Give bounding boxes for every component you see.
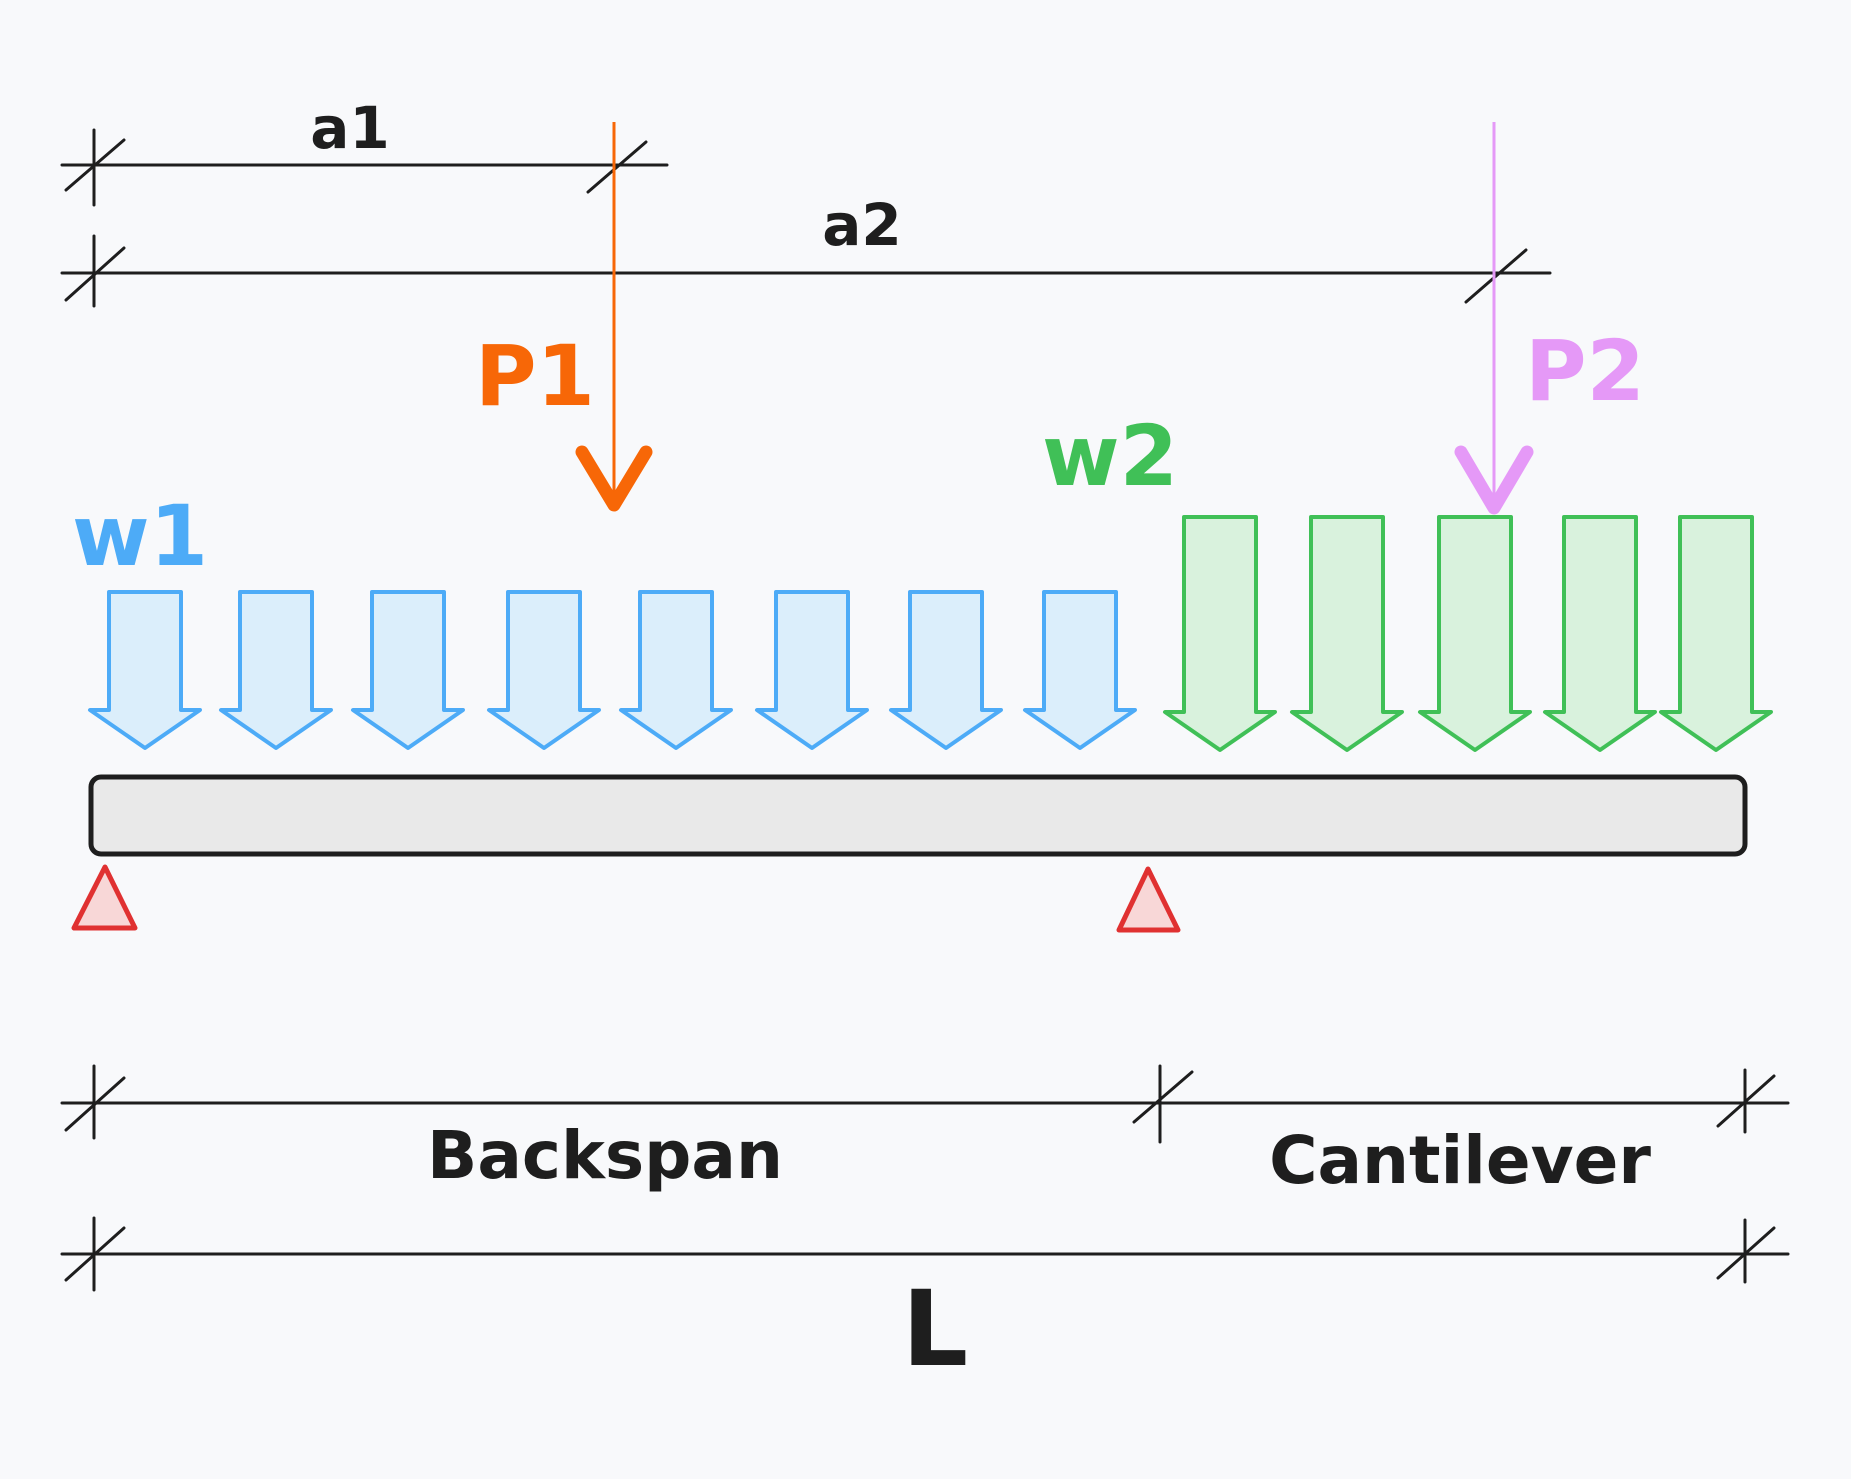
distributed-load-w1: w1	[72, 487, 1137, 750]
distributed-load-w2: w2	[1042, 407, 1773, 752]
dimension-total-length: L	[60, 1216, 1790, 1390]
p2-label: P2	[1525, 322, 1645, 420]
p1-label: P1	[475, 327, 595, 425]
block-down-arrow-icon	[1163, 515, 1277, 752]
cantilever-label: Cantilever	[1269, 1122, 1651, 1199]
left-support	[71, 864, 138, 931]
dimension-spans: Backspan Cantilever	[60, 1064, 1790, 1199]
a1-label: a1	[310, 94, 390, 162]
block-down-arrow-icon	[1543, 515, 1657, 752]
w1-arrow-group	[88, 590, 1137, 750]
w2-label: w2	[1042, 407, 1178, 505]
dimension-a1: a1	[60, 94, 669, 207]
block-down-arrow-icon	[619, 590, 733, 750]
block-down-arrow-icon	[755, 590, 869, 750]
beam	[88, 774, 1748, 857]
block-down-arrow-icon	[1290, 515, 1404, 752]
down-arrow-icon	[575, 122, 653, 512]
length-label: L	[902, 1268, 968, 1390]
down-arrow-icon	[1454, 122, 1534, 515]
middle-support	[1116, 866, 1181, 933]
block-down-arrow-icon	[1023, 590, 1137, 750]
block-down-arrow-icon	[889, 590, 1003, 750]
point-load-p1: P1	[475, 122, 653, 512]
block-down-arrow-icon	[351, 590, 465, 750]
pin-support-triangle-icon	[1116, 866, 1181, 933]
block-down-arrow-icon	[1659, 515, 1773, 752]
pin-support-triangle-icon	[71, 864, 138, 931]
block-down-arrow-icon	[487, 590, 601, 750]
dimension-a2: a2	[60, 191, 1552, 310]
a2-label: a2	[822, 191, 902, 259]
block-down-arrow-icon	[1418, 515, 1532, 752]
point-load-p2: P2	[1454, 122, 1645, 515]
block-down-arrow-icon	[88, 590, 202, 750]
backspan-label: Backspan	[427, 1117, 783, 1194]
w1-label: w1	[72, 487, 208, 585]
w2-arrow-group	[1163, 515, 1773, 752]
block-down-arrow-icon	[219, 590, 333, 750]
